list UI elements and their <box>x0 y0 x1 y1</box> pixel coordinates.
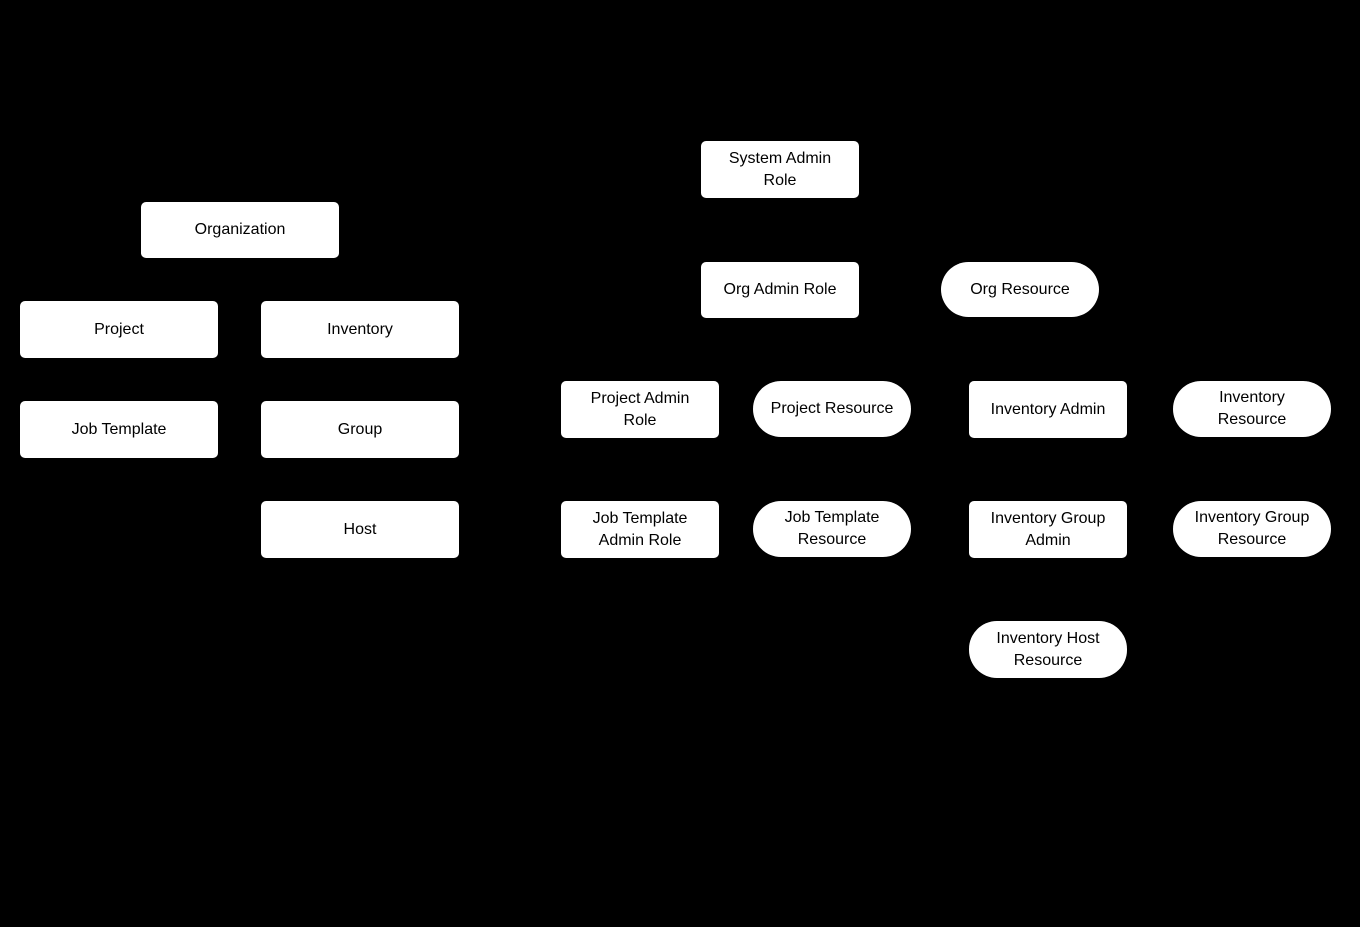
org-resource-node: Org Resource <box>941 262 1099 317</box>
host-node: Host <box>261 501 459 558</box>
inventory-host-resource-node: Inventory Host Resource <box>969 621 1127 678</box>
system-admin-role-node: System Admin Role <box>701 141 859 198</box>
job-template-resource-label: Job Template Resource <box>784 509 880 548</box>
project-node: Project <box>20 301 218 358</box>
system-admin-role-label: System Admin Role <box>728 149 832 189</box>
project-admin-role-node: Project Admin Role <box>561 381 719 438</box>
group-label: Group <box>337 420 383 438</box>
organization-node: Organization <box>141 202 339 258</box>
inventory-group-admin-label: Inventory Group Admin <box>990 509 1106 549</box>
inventory-label: Inventory <box>327 320 393 338</box>
job-template-admin-role-label: Job Template Admin Role <box>592 509 688 549</box>
inventory-admin-label: Inventory Admin <box>990 400 1106 418</box>
group-node: Group <box>261 401 459 458</box>
job-template-resource-node: Job Template Resource <box>753 501 911 557</box>
organization-label: Organization <box>194 221 286 239</box>
inventory-group-resource-label: Inventory Group Resource <box>1194 509 1310 548</box>
job-template-admin-role-node: Job Template Admin Role <box>561 501 719 558</box>
project-resource-label: Project Resource <box>770 400 894 418</box>
org-admin-role-label: Org Admin Role <box>723 281 837 299</box>
org-admin-role-node: Org Admin Role <box>701 262 859 318</box>
project-resource-node: Project Resource <box>753 381 911 437</box>
org-resource-label: Org Resource <box>970 280 1070 298</box>
host-label: Host <box>343 520 377 538</box>
project-label: Project <box>94 320 144 338</box>
inventory-node: Inventory <box>261 301 459 358</box>
inventory-resource-label: Inventory Resource <box>1217 389 1287 428</box>
inventory-admin-node: Inventory Admin <box>969 381 1127 438</box>
job-template-node: Job Template <box>20 401 218 458</box>
inventory-group-resource-node: Inventory Group Resource <box>1173 501 1331 557</box>
job-template-label: Job Template <box>71 420 167 438</box>
inventory-resource-node: Inventory Resource <box>1173 381 1331 437</box>
inventory-host-resource-label: Inventory Host Resource <box>996 629 1100 669</box>
inventory-group-admin-node: Inventory Group Admin <box>969 501 1127 558</box>
project-admin-role-label: Project Admin Role <box>590 389 690 429</box>
